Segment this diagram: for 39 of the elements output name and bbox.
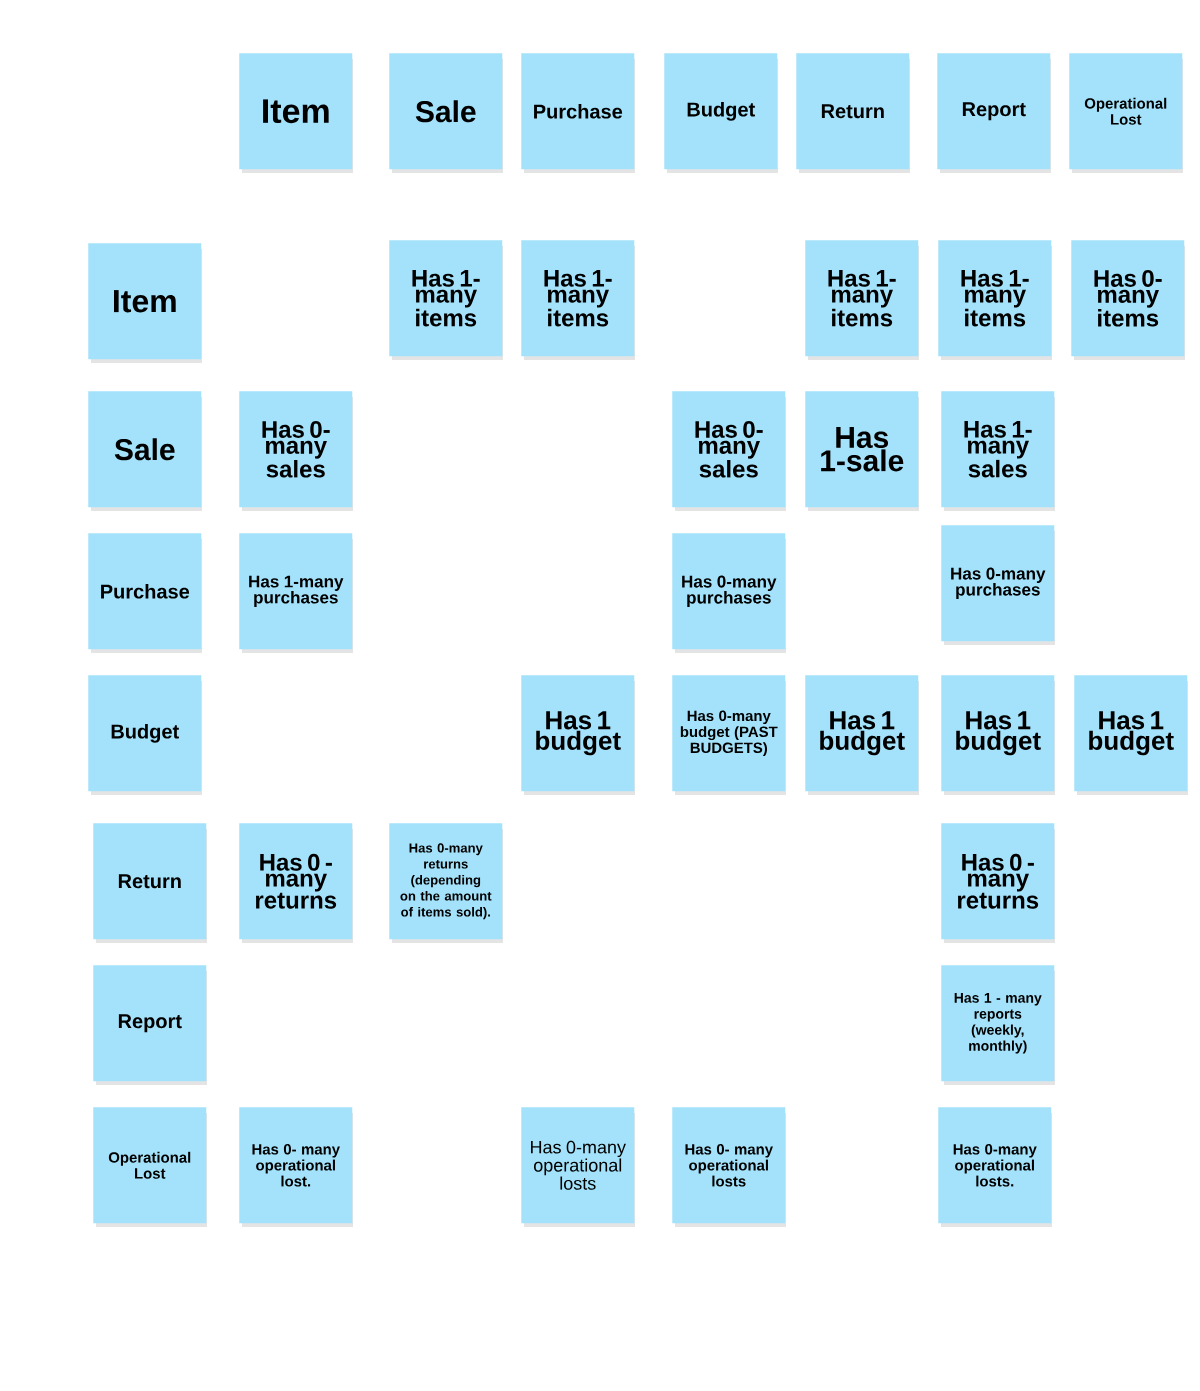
sticky-note: Has 0-many sales	[672, 391, 786, 511]
sticky-note: Has 1-many items	[521, 240, 635, 360]
sticky-note: Return	[796, 53, 910, 173]
sticky-note: Sale	[389, 53, 503, 173]
sticky-note: Has 1-many items	[938, 240, 1052, 360]
sticky-note: Sale	[88, 391, 202, 511]
sticky-note: Item	[88, 243, 202, 363]
sticky-note: Has 0-many purchases	[672, 533, 786, 653]
sticky-note: Has 0-many operational losts	[521, 1107, 635, 1227]
sticky-note: Has 1 budget	[941, 675, 1055, 795]
sticky-note: Has 0 - many returns	[941, 823, 1055, 943]
sticky-note: Has 0-many items	[1071, 240, 1185, 360]
sticky-note: Operational Lost	[1069, 53, 1183, 173]
sticky-note: Has 1-sale	[805, 391, 919, 511]
sticky-note: Has 1 budget	[805, 675, 919, 795]
sticky-note: Has 0-many returns (depending on the amount of items sold).	[389, 823, 503, 943]
sticky-note: Has 0- many operational lost.	[239, 1107, 353, 1227]
sticky-note: Has 0-many sales	[239, 391, 353, 511]
sticky-note: Budget	[664, 53, 778, 173]
sticky-note: Has 1 - many reports (weekly, monthly)	[941, 965, 1055, 1085]
sticky-note: Has 1 budget	[521, 675, 635, 795]
sticky-note: Has 0-many purchases	[941, 525, 1055, 645]
sticky-note: Has 1-many sales	[941, 391, 1055, 511]
sticky-note: Purchase	[88, 533, 202, 653]
sticky-note: Has 0-many operational losts.	[938, 1107, 1052, 1227]
sticky-note: Return	[93, 823, 207, 943]
sticky-note: Purchase	[521, 53, 635, 173]
sticky-note: Has 1-many purchases	[239, 533, 353, 653]
sticky-note: Has 1 budget	[1074, 675, 1188, 795]
sticky-note: Has 0- many operational losts	[672, 1107, 786, 1227]
sticky-note: Has 0-many budget (PAST BUDGETS)	[672, 675, 786, 795]
sticky-note: Has 1-many items	[389, 240, 503, 360]
sticky-note: Has 1-many items	[805, 240, 919, 360]
sticky-note: Operational Lost	[93, 1107, 207, 1227]
sticky-note: Item	[239, 53, 353, 173]
sticky-note: Report	[937, 53, 1051, 173]
sticky-note: Report	[93, 965, 207, 1085]
sticky-note: Budget	[88, 675, 202, 795]
sticky-note: Has 0 - many returns	[239, 823, 353, 943]
